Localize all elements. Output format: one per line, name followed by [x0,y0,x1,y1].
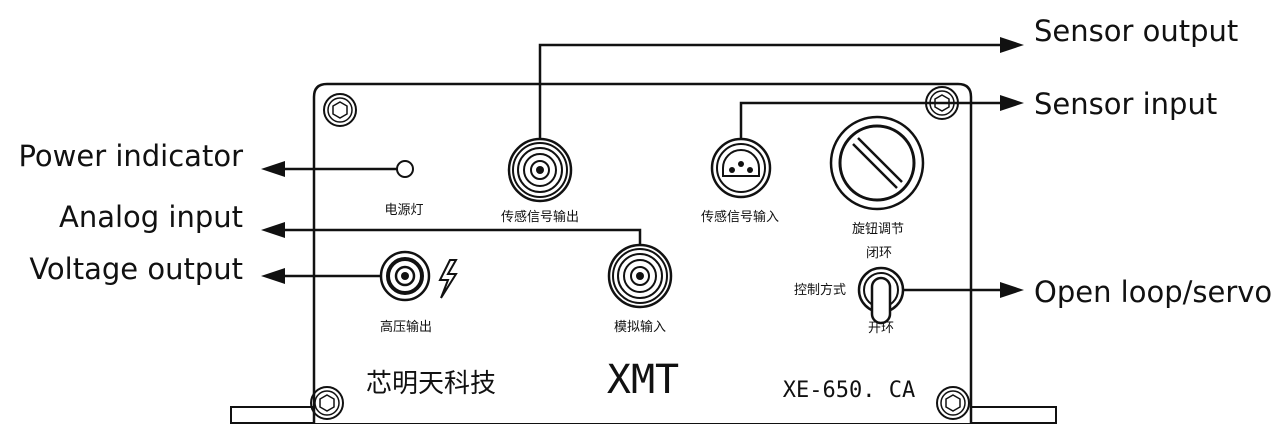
sensor-output-label: 传感信号输出 [501,209,579,225]
arrow-right-icon [1000,95,1024,111]
arrow-right-icon [1000,37,1024,53]
knob-icon[interactable] [829,115,925,211]
callout-open-loop-servo: Open loop/servo [1034,275,1272,309]
power-light-label: 电源灯 [384,203,423,218]
callout-sensor-output: Sensor output [1034,14,1238,48]
sensor-input-label: 传感信号输入 [701,209,779,225]
bnc-connector-icon [607,243,673,309]
high-voltage-icon [438,259,458,299]
callout-power-indicator: Power indicator [18,139,243,173]
analog-input-label: 模拟输入 [614,319,666,335]
switch-open-loop-label: 开环 [868,321,894,336]
leader-lines [285,43,1000,292]
callout-sensor-input: Sensor input [1034,87,1217,121]
brand-name: 芯明天科技 [366,369,496,399]
hv-output-label: 高压输出 [380,319,432,335]
callout-voltage-output: Voltage output [29,252,243,286]
arrow-left-icon [261,268,285,284]
hv-output-connector-icon [379,250,431,302]
switch-closed-loop-label: 闭环 [866,246,892,261]
model-number: XE-650. CA [783,378,915,403]
logo: XMT [607,357,679,403]
callout-analog-input: Analog input [59,200,243,234]
knob-label: 旋钮调节 [852,222,904,237]
arrow-right-icon [1000,282,1024,298]
arrow-left-icon [261,222,285,238]
bnc-connector-icon [507,137,573,203]
switch-control-mode-label: 控制方式 [794,282,846,298]
arrow-left-icon [261,161,285,177]
toggle-switch-icon[interactable] [857,266,905,325]
